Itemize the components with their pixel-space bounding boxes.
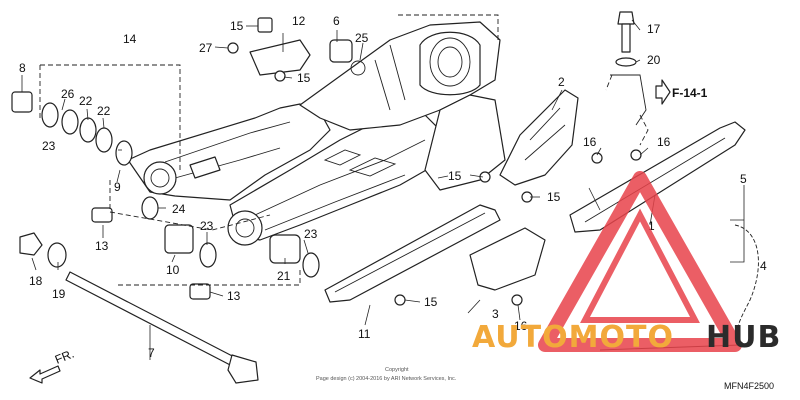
reference-arrow: F-14-1 [655, 79, 708, 105]
part-label: 4 [760, 259, 767, 273]
part-label: 16 [657, 135, 671, 149]
part-label: 14 [123, 32, 137, 46]
part-label: 23 [200, 219, 214, 233]
part-label: 10 [166, 263, 180, 277]
chain-slider [324, 204, 501, 303]
copyright-line: Page design (c) 2004-2016 by ARI Network… [316, 376, 457, 382]
part-label: 22 [97, 104, 111, 118]
part-label: 19 [52, 287, 66, 301]
assembly-outline-14 [39, 64, 181, 172]
part-label: 5 [740, 172, 747, 186]
swingarm-body [127, 21, 506, 246]
pivot-bolt [65, 271, 259, 384]
part-label: 15 [547, 190, 561, 204]
part-label: 15 [297, 71, 311, 85]
assembly-outline-left [109, 180, 271, 231]
part-label: 6 [333, 14, 340, 28]
front-label: FR. [53, 347, 76, 367]
watermark-text-secondary: HUB [706, 320, 781, 355]
part-label: 22 [79, 94, 93, 108]
part-label: 1 [648, 219, 655, 233]
top-hardware [227, 11, 647, 306]
part-label: 17 [647, 22, 661, 36]
diagram-code: MFN4F2500 [724, 381, 774, 391]
part-label: 11 [358, 327, 371, 341]
part-label: 27 [199, 41, 213, 55]
reference-label: F-14-1 [672, 86, 708, 100]
part-labels: 1 2 3 4 5 6 7 8 9 10 11 12 13 13 14 15 1… [19, 14, 767, 360]
part-label: 18 [29, 274, 43, 288]
part-label: 13 [95, 239, 109, 253]
copyright-title: Copyright [385, 367, 409, 373]
left-bearings [11, 91, 320, 300]
triangle-warning-logo [538, 171, 742, 352]
part-label: 21 [277, 269, 291, 283]
part-label: 13 [227, 289, 241, 303]
part-label: 20 [647, 53, 661, 67]
part-label: 16 [583, 135, 597, 149]
lower-guard [469, 227, 546, 291]
part-label: 15 [448, 169, 462, 183]
part-label: 15 [424, 295, 438, 309]
part-label: 23 [42, 139, 56, 153]
part-label: 25 [355, 31, 369, 45]
part-label: 7 [148, 346, 155, 360]
part-label: 3 [492, 307, 499, 321]
part-label: 8 [19, 61, 26, 75]
part-label: 15 [230, 19, 244, 33]
chain-guide [499, 89, 579, 186]
front-direction-arrow: FR. [29, 347, 76, 384]
part-label: 23 [304, 227, 318, 241]
part-label: 26 [61, 87, 75, 101]
part-label: 24 [172, 202, 186, 216]
leader-lines [21, 19, 745, 360]
part-label: 12 [292, 14, 306, 28]
part-label: 9 [114, 180, 121, 194]
part-label: 16 [514, 319, 528, 333]
part-label: 2 [558, 75, 565, 89]
watermark-text-primary: AUTOMOTO [472, 320, 674, 355]
